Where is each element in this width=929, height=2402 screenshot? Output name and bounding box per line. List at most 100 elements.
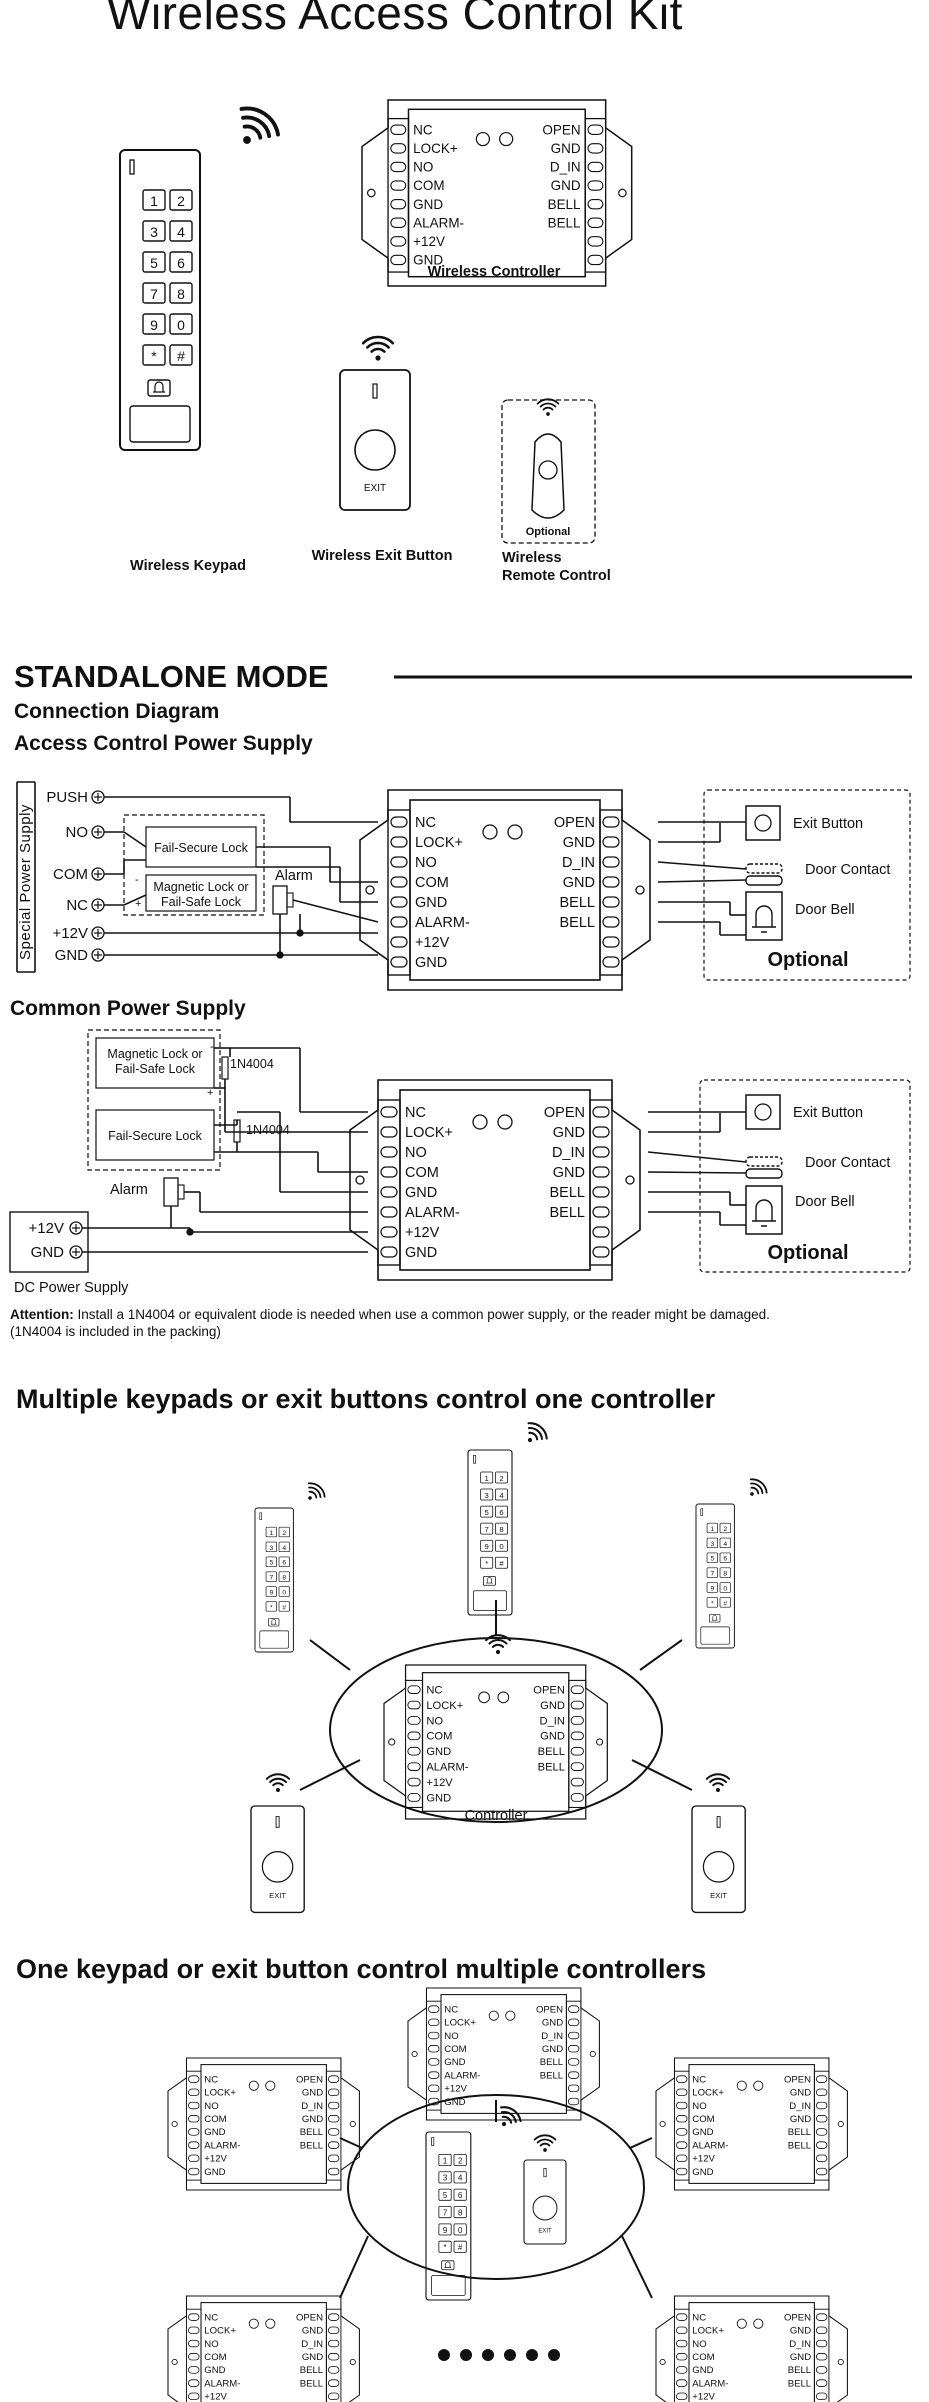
key-label: 3 [269,1545,273,1552]
terminal-label: D_IN [540,1715,565,1727]
terminal-label: COM [426,1731,452,1743]
exit-text: EXIT [269,1891,286,1900]
key-label: # [458,2243,463,2252]
key-label: 0 [723,1585,727,1592]
terminal-label: BELL [550,1185,585,1201]
key-label: 3 [710,1541,714,1548]
maglock-label-1: Magnetic Lock or [153,880,248,894]
standalone-sub1: Connection Diagram [14,700,219,723]
key-label: * [485,1559,488,1568]
terminal-label: OPEN [542,122,580,137]
exit-text: EXIT [710,1891,727,1900]
terminal-label: GND [426,1746,451,1758]
terminal-label: BELL [788,2140,811,2151]
terminal-label: NC [204,2074,218,2085]
terminal-label: GND [553,1165,585,1181]
key-label: 8 [458,2208,463,2217]
wireless-controller-label: Wireless Controller [428,264,561,280]
key-label: # [282,1604,286,1611]
dc-terminal: GND [31,1244,65,1261]
key-label: 9 [443,2226,447,2235]
terminal-label: GND [692,2167,713,2178]
terminal-label: GND [405,1185,437,1201]
key-label: 6 [723,1556,727,1563]
key-label: 9 [485,1542,489,1551]
key-label: 5 [150,255,158,271]
terminal-label: NC [426,1684,442,1696]
terminal-label: GND [790,2326,811,2337]
wifi-icon [500,2106,522,2127]
terminal-label: LOCK+ [413,141,458,156]
terminal-label: NO [426,1715,443,1727]
wifi-icon [536,398,560,416]
door-bell-label: Door Bell [795,902,855,918]
diode-label-1: 1N4004 [230,1057,274,1071]
terminal-label: NO [415,855,437,871]
key-label: * [151,348,157,364]
terminal-label: BELL [788,2365,811,2376]
terminal-label: D_IN [562,855,595,871]
terminal-label: +12V [444,2084,467,2095]
wifi-icon [361,335,395,361]
multi2-controller-bottom-left: NCLOCK+NOCOMGNDALARM-+12VGNDOPENGNDD_ING… [167,2295,360,2402]
wifi-icon [533,2134,557,2152]
terminal-label: ALARM- [692,2140,728,2151]
terminal-label: GND [302,2114,323,2125]
ellipsis-dot [526,2349,538,2361]
terminal-label: D_IN [301,2101,323,2112]
alarm-label: Alarm [275,868,313,884]
wifi-icon [749,1478,768,1496]
page-title: Wireless Access Control Kit [107,0,683,39]
common-alarm-label: Alarm [110,1182,148,1198]
multi2-controller-top: NCLOCK+NOCOMGNDALARM-+12VGNDOPENGNDD_ING… [407,1987,600,2121]
key-label: 8 [723,1571,727,1578]
terminal-label: GND [540,1731,565,1743]
terminal-label: LOCK+ [444,2018,476,2029]
attention-note: Attention: Install a 1N4004 or equivalen… [10,1306,910,1340]
psu-label: Special Power Supply [17,804,34,960]
remote-label-1: Wireless [502,550,562,566]
fail-secure-label: Fail-Secure Lock [154,841,249,855]
terminal-label: +12V [415,935,450,951]
ellipsis-dot [504,2349,516,2361]
terminal-label: LOCK+ [415,835,463,851]
key-label: 6 [282,1560,286,1567]
multi2-exit: EXIT [523,2159,567,2245]
key-label: 8 [177,286,185,302]
exit-button-label: Exit Button [793,816,863,832]
multi2-controller-left: NCLOCK+NOCOMGNDALARM-+12VGNDOPENGNDD_ING… [167,2057,360,2191]
terminal-label: GND [542,2044,563,2055]
common-maglock-1: Magnetic Lock or [107,1047,202,1061]
wireless-controller: NCLOCK+NOCOMGNDALARM-+12VGNDOPENGNDD_ING… [361,99,633,287]
optional-label: Optional [767,1242,848,1264]
terminal-label: GND [444,2097,465,2108]
terminal-label: COM [692,2352,714,2363]
wifi-icon [527,1422,548,1443]
key-label: # [499,1559,504,1568]
common-controller: NCLOCK+NOCOMGNDALARM-+12VGNDOPENGNDD_ING… [349,1079,641,1281]
maglock-label-2: Fail-Safe Lock [161,895,242,909]
terminal-label: BELL [300,2140,323,2151]
terminal-label: +12V [413,234,445,249]
plus-sign: + [135,898,141,910]
wifi-icon [265,1773,291,1792]
terminal-label: BELL [540,2070,563,2081]
key-label: 0 [458,2226,463,2235]
terminal-label: NC [692,2312,706,2323]
key-label: 5 [269,1560,273,1567]
terminal-label: OPEN [536,2004,563,2015]
ellipsis-dot [482,2349,494,2361]
key-label: 9 [710,1585,714,1592]
minus-sign: - [210,1041,214,1053]
terminal-label: OPEN [533,1684,565,1696]
door-contact-label: Door Contact [805,862,890,878]
remote-optional: Optional [526,526,571,538]
attention-text: Install a 1N4004 or equivalent diode is … [73,1307,770,1322]
common-heading: Common Power Supply [10,997,246,1020]
key-label: 8 [499,1525,503,1534]
terminal-label: GND [790,2352,811,2363]
key-label: 6 [458,2191,463,2200]
terminal-label: D_IN [301,2339,323,2350]
